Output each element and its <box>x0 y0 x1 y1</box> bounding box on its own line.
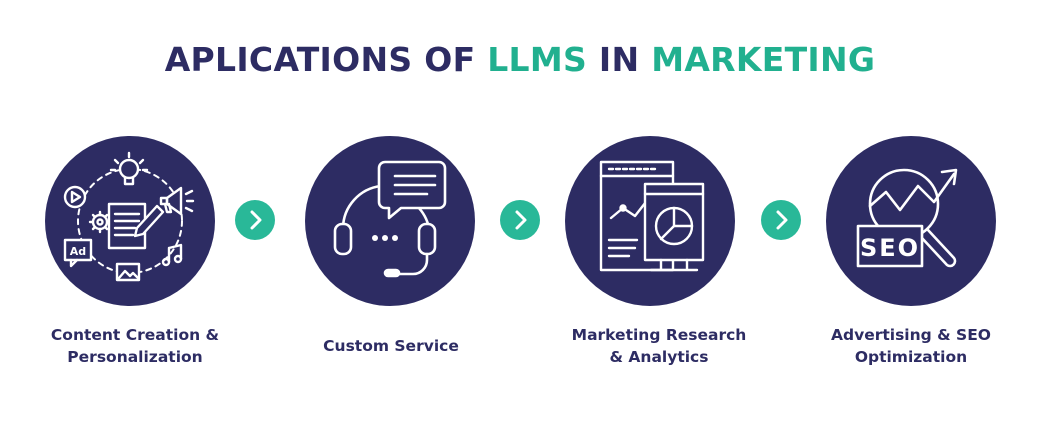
analytics-report-icon <box>599 160 705 272</box>
chevron-right-icon <box>515 210 527 230</box>
customer-service-headset-icon <box>333 160 447 278</box>
content-creation-icon: Ad <box>63 151 195 282</box>
step-label-line2: Personalization <box>67 348 203 366</box>
seo-badge-text: SEO <box>860 234 920 262</box>
step-label-line1: Marketing Research <box>571 326 747 344</box>
seo-magnifier-icon: SEO <box>856 168 958 268</box>
title-part-applications: APLICATIONS OF <box>164 40 488 79</box>
next-arrow-1 <box>235 200 275 240</box>
chevron-right-icon <box>776 210 788 230</box>
step-label-line1: Custom Service <box>323 337 459 355</box>
step-label-line2: Optimization <box>854 348 968 366</box>
next-arrow-2 <box>500 200 540 240</box>
step-label-marketing-research: Marketing Research & Analytics <box>544 324 774 368</box>
page-title: APLICATIONS OF LLMS IN MARKETING <box>0 40 1040 79</box>
title-part-marketing: MARKETING <box>651 40 876 79</box>
step-label-line1: Advertising & SEO <box>831 326 991 344</box>
step-label-custom-service: Custom Service <box>276 335 506 357</box>
content-creation-circle: Ad <box>45 136 215 306</box>
chevron-right-icon <box>250 210 262 230</box>
step-label-line1: Content Creation & <box>50 326 220 344</box>
step-label-line2: & Analytics <box>609 348 709 366</box>
step-label-advertising-seo: Advertising & SEO Optimization <box>796 324 1026 368</box>
marketing-research-circle <box>565 136 735 306</box>
step-label-content-creation: Content Creation & Personalization <box>20 324 250 368</box>
title-part-in: IN <box>587 40 652 79</box>
custom-service-circle <box>305 136 475 306</box>
title-part-llms: LLMS <box>487 40 588 79</box>
next-arrow-3 <box>761 200 801 240</box>
advertising-seo-circle: SEO <box>826 136 996 306</box>
ad-badge-text: Ad <box>70 245 86 258</box>
